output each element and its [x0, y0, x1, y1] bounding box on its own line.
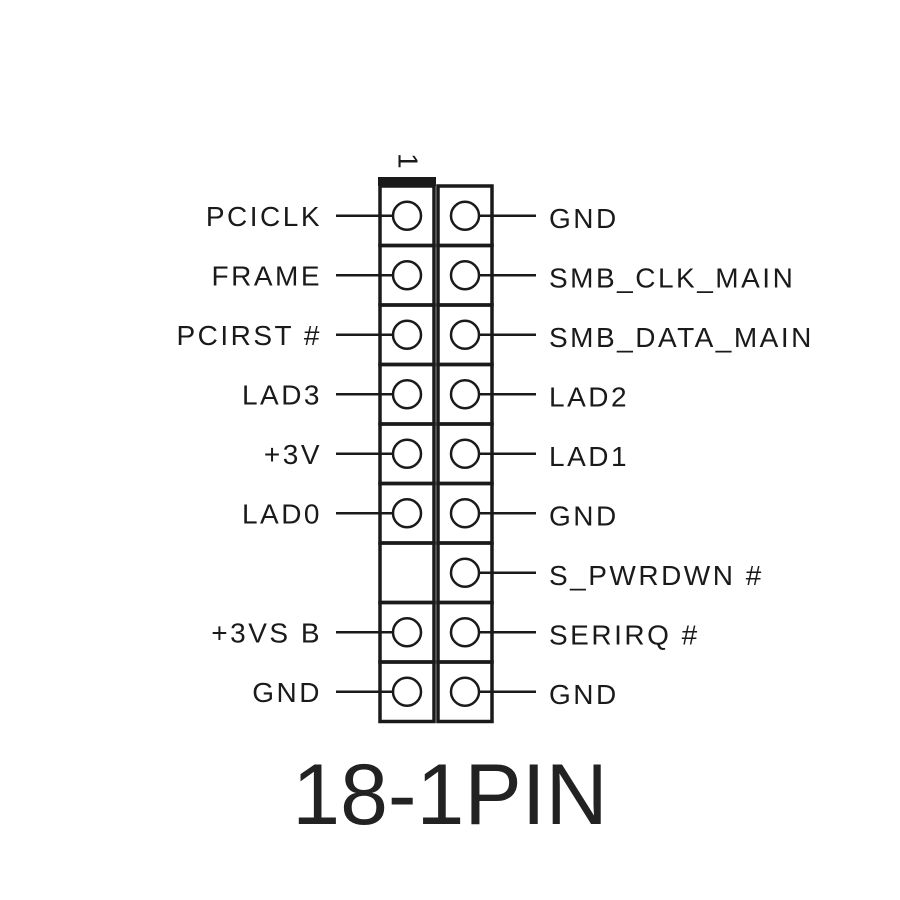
pin-hole-right-3	[449, 319, 481, 350]
pin-hole-right-4	[449, 379, 481, 410]
pin-label-right-2: SMB_CLK_MAIN	[549, 262, 795, 293]
header-title: 18-1PIN	[292, 747, 608, 843]
pin-label-left-6: LAD0	[242, 498, 322, 529]
pin-label-right-1: GND	[549, 203, 619, 234]
pin-hole-left-5	[391, 438, 423, 469]
pin1-marker-label: 1	[393, 153, 424, 171]
pin-label-left-9: GND	[252, 677, 322, 708]
pin-hole-left-4	[391, 379, 423, 410]
pin1-marker-bar	[378, 177, 436, 186]
pin-hole-left-2	[391, 260, 423, 291]
pin-hole-right-1	[449, 200, 481, 231]
pin-label-left-5: +3V	[264, 439, 322, 470]
pin-hole-right-5	[449, 438, 481, 469]
pin-label-left-8: +3VS B	[211, 617, 322, 648]
pin-label-right-5: LAD1	[549, 441, 629, 472]
pin-hole-right-7	[449, 557, 481, 588]
pin-hole-right-9	[449, 676, 481, 707]
pin-hole-left-6	[391, 498, 423, 529]
pin-hole-right-6	[449, 498, 481, 529]
pin-label-right-8: SERIRQ #	[549, 619, 700, 650]
pin-hole-right-2	[449, 260, 481, 291]
pin-rows: PCICLK GND FRAME SMB_CLK_MAIN PCIRST # SMB_DA…	[176, 184, 814, 724]
pin-hole-left-1	[391, 200, 423, 231]
pin-hole-left-3	[391, 319, 423, 350]
pin1-marker: 1	[378, 153, 436, 186]
pin-hole-right-8	[449, 617, 481, 648]
pin-label-right-7: S_PWRDWN #	[549, 560, 764, 591]
pin-label-left-1: PCICLK	[206, 201, 322, 232]
pin-label-right-4: LAD2	[549, 381, 629, 412]
pin-label-right-9: GND	[549, 679, 619, 710]
pin-hole-left-8	[391, 617, 423, 648]
pin-label-right-6: GND	[549, 500, 619, 531]
pin-label-left-2: FRAME	[212, 260, 323, 291]
pin-cell-left-7	[378, 541, 436, 605]
pin-label-right-3: SMB_DATA_MAIN	[549, 322, 814, 353]
pin-label-left-4: LAD3	[242, 379, 322, 410]
pin-label-left-3: PCIRST #	[176, 320, 322, 351]
pin-hole-left-9	[391, 676, 423, 707]
